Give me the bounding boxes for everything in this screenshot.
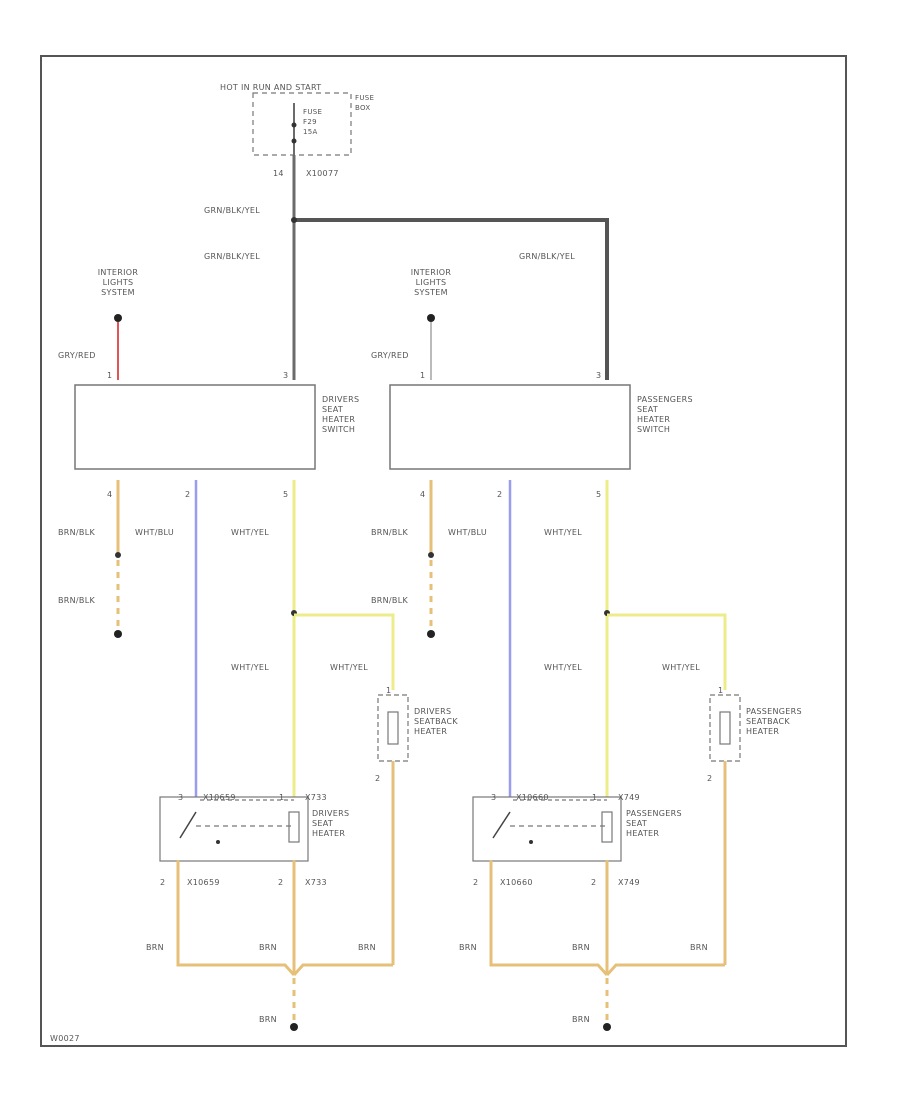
driver-pin-5: 5 xyxy=(283,490,288,499)
passenger-ground-wire-4: BRN xyxy=(572,1015,590,1024)
passenger-ground-wire-2: BRN xyxy=(572,943,590,952)
driver-heater-wire-label: WHT/YEL xyxy=(231,528,269,537)
driver-feed-label: GRN/BLK/YEL xyxy=(204,252,260,261)
passenger-heater-wire-label-2: WHT/YEL xyxy=(544,663,582,672)
diagram-code: W0027 xyxy=(50,1034,80,1043)
driver-ground-wire-3: BRN xyxy=(358,943,376,952)
passenger-backrest-pin-1: 1 xyxy=(718,686,723,695)
driver-seat-pin-2: 2 xyxy=(160,878,165,887)
driver-seat-pin-1: 1 xyxy=(279,793,284,802)
driver-seat-conn-left-2: X10659 xyxy=(187,878,220,887)
feed-wires xyxy=(291,155,609,380)
passenger-ground-label-2: BRN/BLK xyxy=(371,596,408,605)
driver-ground-label-2: BRN/BLK xyxy=(58,596,95,605)
passenger-backrest-wire-label: WHT/YEL xyxy=(662,663,700,672)
driver-ground-wire-2: BRN xyxy=(259,943,277,952)
driver-backrest-pin-2: 2 xyxy=(375,774,380,783)
passenger-seat-conn-right-2: X749 xyxy=(618,878,640,887)
passenger-element-wire-label: WHT/BLU xyxy=(448,528,487,537)
driver-backrest-pin-1: 1 xyxy=(386,686,391,695)
passenger-seatback-heater xyxy=(709,694,741,762)
driver-light-wire-label: GRY/RED xyxy=(58,351,96,360)
driver-pin-1: 1 xyxy=(107,371,112,380)
passenger-seat-heater xyxy=(472,796,622,862)
fuse-connector-label: X10077 xyxy=(306,169,339,178)
feed-wire-label: GRN/BLK/YEL xyxy=(204,206,260,215)
passenger-seat-conn-left-2: X10660 xyxy=(500,878,533,887)
passenger-feed-label: GRN/BLK/YEL xyxy=(519,252,575,261)
passenger-seat-conn-right: X749 xyxy=(618,793,640,802)
driver-seat-pin-2b: 2 xyxy=(278,878,283,887)
driver-switch-box xyxy=(74,384,316,470)
driver-seat-pin-3: 3 xyxy=(178,793,183,802)
passenger-seat-pin-2: 2 xyxy=(473,878,478,887)
passenger-seat-pin-2b: 2 xyxy=(591,878,596,887)
driver-seat-conn-right: X733 xyxy=(305,793,327,802)
passenger-pin-1: 1 xyxy=(420,371,425,380)
driver-ground-label-1: BRN/BLK xyxy=(58,528,95,537)
passenger-ground-label-1: BRN/BLK xyxy=(371,528,408,537)
passenger-pin-5: 5 xyxy=(596,490,601,499)
driver-seatback-heater xyxy=(377,694,409,762)
driver-pin-2: 2 xyxy=(185,490,190,499)
driver-ground-wire-4: BRN xyxy=(259,1015,277,1024)
passenger-seat-conn-left: X10660 xyxy=(516,793,549,802)
passenger-light-wire-label: GRY/RED xyxy=(371,351,409,360)
passenger-backrest-pin-2: 2 xyxy=(707,774,712,783)
passenger-heater-wire-label: WHT/YEL xyxy=(544,528,582,537)
driver-seat-conn-right-2: X733 xyxy=(305,878,327,887)
passenger-seat-pin-3: 3 xyxy=(491,793,496,802)
driver-backrest-wire-label: WHT/YEL xyxy=(330,663,368,672)
driver-element-wire-label: WHT/BLU xyxy=(135,528,174,537)
driver-seat-conn-left: X10659 xyxy=(203,793,236,802)
passenger-switch-box xyxy=(389,384,631,470)
passenger-pin-2: 2 xyxy=(497,490,502,499)
passenger-ground-wire-1: BRN xyxy=(459,943,477,952)
driver-pin-3: 3 xyxy=(283,371,288,380)
fuse-header-text: HOT IN RUN AND START xyxy=(220,83,321,92)
fuse-pin-label: 14 xyxy=(273,169,284,178)
passenger-seat-pin-1: 1 xyxy=(592,793,597,802)
driver-seat-heater xyxy=(159,796,309,862)
driver-heater-wire-label-2: WHT/YEL xyxy=(231,663,269,672)
passenger-pin-4: 4 xyxy=(420,490,425,499)
driver-pin-4: 4 xyxy=(107,490,112,499)
diagram-frame xyxy=(40,55,847,1047)
passenger-pin-3: 3 xyxy=(596,371,601,380)
passenger-ground-wire-3: BRN xyxy=(690,943,708,952)
driver-ground-wire-1: BRN xyxy=(146,943,164,952)
